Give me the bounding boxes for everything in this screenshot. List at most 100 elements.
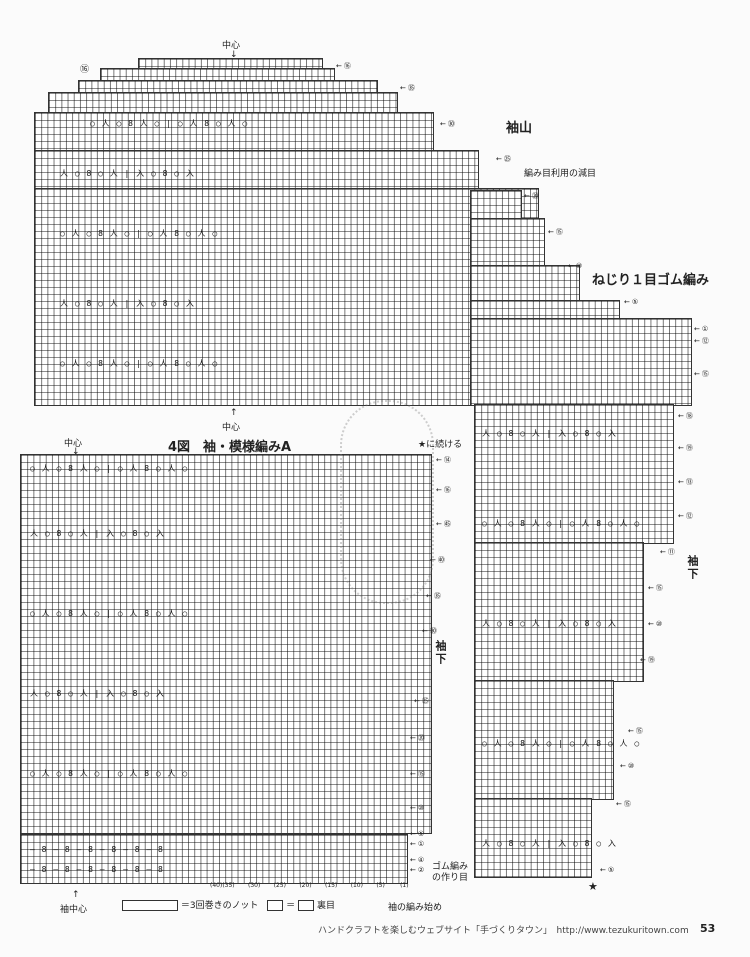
right-row-number: ⑪ <box>660 548 675 556</box>
continue-label: ★に続ける <box>418 440 463 450</box>
bottom-row-number: ⑮ <box>410 770 425 778</box>
bottom-row-number: ⑤ <box>410 830 424 838</box>
bottom-symbol-row: ○ 人 ○ 8 人 ○ | ○ 人 8 ○ 人 ○ <box>30 609 189 618</box>
top-row-number: ⑳ <box>524 192 539 200</box>
top-symbol-row: 人 ○ 8 ○ 人 | 入 ○ 8 ○ 入 <box>60 299 195 308</box>
top-chart-step-right-3 <box>470 265 580 305</box>
bottom-section-label: 袖下 <box>434 640 447 666</box>
legend-purl-label: 裏目 <box>316 901 335 911</box>
bottom-symbol-row: — 8 — 8 — 8 — 8 — 8 — 8 <box>30 865 164 874</box>
right-row-number: ⑮ <box>628 727 643 735</box>
top-row-number: ㉕ <box>496 155 511 163</box>
right-chart-middle <box>474 542 644 682</box>
top-row-number: ⑫ <box>694 337 709 345</box>
right-row-number: ⑮ <box>616 800 631 808</box>
rib-cast-on-label: ゴム編み の作り目 <box>432 862 469 883</box>
right-chart-lower <box>474 680 614 800</box>
top-chart-step-4 <box>48 92 398 114</box>
right-row-number: ⑲ <box>678 444 693 452</box>
rib-label: ねじり１目ゴム編み <box>592 273 710 288</box>
right-symbol-row: ○ 人 ○ 8 人 ○ | ○ 人 8 ○ 人 ○ <box>482 519 641 528</box>
top-bottom-center-label: 中心 <box>222 423 241 433</box>
top-section-label: 袖山 <box>506 121 533 136</box>
top-center-label: 中心 <box>222 41 241 51</box>
right-chart-upper <box>474 404 674 544</box>
bottom-center-arrow: ↓ <box>72 447 80 457</box>
bottom-row-number: ① <box>410 840 424 848</box>
footer-site-text: ハンドクラフトを楽しむウェブサイト「手づくりタウン」 http://www.te… <box>318 926 689 936</box>
top-row-number: ㉟ <box>400 84 415 92</box>
legend: ＝3回巻きのノット ＝ 裏目 <box>122 898 335 911</box>
top-bottom-center-arrow: ↑ <box>230 408 238 418</box>
bottom-center-label: 中心 <box>64 439 83 449</box>
chart-title: 4図 袖・模様編みA <box>168 440 292 455</box>
bottom-row-number: ② <box>410 866 424 874</box>
blank-symbol-icon <box>267 900 284 911</box>
knot-symbol-icon <box>122 900 178 911</box>
sleeve-center-label: 袖中心 <box>60 905 88 915</box>
legend-knot-text: ＝3回巻きのノット <box>180 901 259 911</box>
top-chart-step-right-4 <box>470 300 620 322</box>
bottom-row-number: ㉟ <box>426 592 441 600</box>
page-number: 53 <box>700 922 716 935</box>
top-chart-step-3 <box>78 80 378 94</box>
bottom-symbol-row: — 8 — 8 — 8 — 8 — 8 — 8 <box>30 845 164 854</box>
bottom-row-number: ⑯ <box>436 486 451 494</box>
right-symbol-row: 人 ○ 8 ○ 人 | 入 ○ 8 ○ 入 <box>482 619 617 628</box>
bottom-row-number: ㊵ <box>430 556 445 564</box>
bottom-chart-rib <box>20 834 408 884</box>
bottom-row-number: ⑳ <box>410 734 425 742</box>
top-chart-step-2 <box>100 68 335 82</box>
right-symbol-row: 人 ○ 8 ○ 人 | 入 ○ 8 ○ 入 <box>482 429 617 438</box>
bottom-symbol-row: ○ 人 ○ 8 人 ○ | ○ 人 8 ○ 人 ○ <box>30 464 189 473</box>
top-chart-step-right-5 <box>470 318 692 406</box>
top-symbol-row: ○ 人 ○ 8 人 ○ | ○ 人 8 ○ 人 ○ <box>90 119 249 128</box>
bottom-symbol-row: 人 ○ 8 ○ 人 | 入 ○ 8 ○ 入 <box>30 689 165 698</box>
top-chart-step-6 <box>34 150 479 190</box>
legend-purl-equals: ＝ <box>286 901 296 911</box>
right-row-number: ⑱ <box>678 412 693 420</box>
bottom-symbol-row: ○ 人 ○ 8 人 ○ | ○ 人 8 ○ 人 ○ <box>30 769 189 778</box>
right-section-label: 袖下 <box>686 555 699 581</box>
right-row-number: ⑫ <box>678 512 693 520</box>
right-symbol-row: 人 ○ 8 ○ 人 | 入 ○ 8 ○ 入 <box>482 839 617 848</box>
top-row-number: ㉚ <box>440 120 455 128</box>
right-row-number: ⑤ <box>600 866 614 874</box>
top-row-number: ⑮ <box>548 228 563 236</box>
top-center-arrow: ↓ <box>230 50 238 60</box>
bottom-symbol-row: 人 ○ 8 ○ 人 | 入 ○ 8 ○ 入 <box>30 529 165 538</box>
top-row-number: ⑤ <box>624 298 638 306</box>
bottom-row-number: ⑩ <box>410 804 424 812</box>
right-row-number: ⑮ <box>648 584 663 592</box>
column-numbers: (40)(35) (30) (25) (20) (15) (10) (5) (1… <box>210 882 409 889</box>
top-chart-step-5 <box>34 112 434 152</box>
bottom-row-number: ⑭ <box>436 456 451 464</box>
top-symbol-row: 人 ○ 8 ○ 人 | 入 ○ 8 ○ 入 <box>60 169 195 178</box>
top-chart-step-right-2 <box>470 218 545 268</box>
right-row-number: ⑬ <box>678 478 693 486</box>
top-row-number: ① <box>694 325 708 333</box>
top-row-number: ⑮ <box>694 370 709 378</box>
top-chart-body <box>34 188 539 406</box>
top-row-number: ⑯ <box>336 62 351 70</box>
bottom-chart-body <box>20 454 432 834</box>
top-symbol-row: ○ 人 ○ 8 人 ○ | ○ 人 8 ○ 人 ○ <box>60 359 219 368</box>
start-label: 袖の編み始め <box>388 903 443 913</box>
right-row-number: ⑩ <box>620 762 634 770</box>
top-row-number-top-left: ⑯ <box>80 65 90 75</box>
star-marker: ★ <box>588 880 598 893</box>
top-symbol-row: ○ 人 ○ 8 人 ○ | ○ 人 8 ○ 人 ○ <box>60 229 219 238</box>
right-chart-bottom <box>474 798 592 878</box>
right-symbol-row: ○ 人 ○ 8 人 ○ | ○ 人 8 ○ 人 ○ <box>482 739 641 748</box>
top-chart-step-right-1 <box>470 190 522 220</box>
bottom-row-number: ㉚ <box>422 627 437 635</box>
bottom-row-number: ㊺ <box>436 520 451 528</box>
decrease-note: 編み目利用の減目 <box>524 169 597 179</box>
sleeve-center-arrow: ↑ <box>72 890 80 900</box>
purl-symbol-icon <box>298 900 315 911</box>
bottom-row-number: ④ <box>410 856 424 864</box>
right-row-number: ⑩ <box>648 620 662 628</box>
top-row-number: ⑩ <box>568 262 582 270</box>
watermark <box>340 400 434 604</box>
bottom-row-number: ㉕ <box>414 697 429 705</box>
